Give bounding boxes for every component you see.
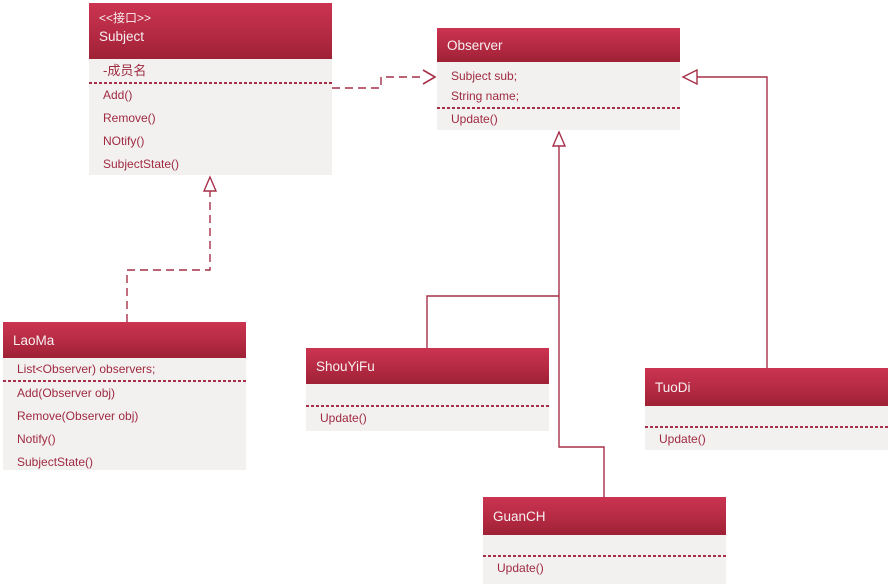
member-separator	[3, 380, 246, 382]
open-arrowhead-icon	[422, 69, 437, 85]
class-shouyifu-header: ShouYiFu	[306, 348, 549, 384]
class-tuodi-name: TuoDi	[655, 379, 691, 395]
class-tuodi-method: Update()	[659, 432, 706, 446]
class-shouyifu-name: ShouYiFu	[316, 358, 375, 374]
class-guanch-header: GuanCH	[483, 497, 726, 535]
class-laoma[interactable]: LaoMa List<Observer) observers; Add(Obse…	[3, 322, 246, 470]
class-laoma-method: Remove(Observer obj)	[17, 409, 139, 423]
class-tuodi[interactable]: TuoDi Update()	[645, 368, 888, 450]
class-observer-attribute: String name;	[451, 89, 520, 103]
class-guanch-name: GuanCH	[493, 508, 546, 524]
class-observer-header: Observer	[437, 28, 680, 62]
class-observer-attribute: Subject sub;	[451, 69, 518, 83]
class-shouyifu-method: Update()	[320, 411, 367, 425]
member-separator	[437, 107, 680, 109]
hollow-triangle-icon	[551, 130, 567, 147]
class-observer-method: Update()	[451, 112, 498, 126]
class-laoma-method: Notify()	[17, 432, 56, 446]
member-separator	[89, 82, 332, 84]
member-separator	[483, 555, 726, 557]
class-tuodi-header: TuoDi	[645, 368, 888, 406]
class-observer-name: Observer	[447, 37, 503, 53]
hollow-triangle-icon	[681, 68, 698, 86]
class-subject-method: NOtify()	[103, 134, 145, 148]
class-subject-header: <<接口>> Subject	[89, 3, 332, 59]
generalization-arrow-shouyifu-guanch-to-observer[interactable]	[426, 130, 605, 497]
hollow-triangle-icon	[202, 175, 218, 192]
class-subject-method: SubjectState()	[103, 157, 180, 171]
class-laoma-header: LaoMa	[3, 322, 246, 358]
class-laoma-attribute: List<Observer) observers;	[17, 362, 156, 376]
class-subject-method: Add()	[103, 88, 133, 102]
class-guanch-empty-attributes	[483, 535, 726, 555]
class-observer[interactable]: Observer Subject sub; String name; Updat…	[437, 28, 680, 130]
dependency-arrow-subject-to-observer[interactable]	[332, 69, 437, 89]
member-separator	[645, 426, 888, 428]
class-tuodi-empty-attributes	[645, 406, 888, 426]
class-subject-name: Subject	[99, 29, 145, 44]
class-subject-stereotype: <<接口>>	[99, 11, 152, 25]
realization-arrow-laoma-to-subject[interactable]	[126, 175, 218, 322]
class-subject[interactable]: <<接口>> Subject -成员名 Add() Remove() NOtif…	[89, 3, 332, 175]
class-laoma-name: LaoMa	[13, 332, 55, 348]
class-laoma-method: SubjectState()	[17, 455, 94, 469]
class-laoma-method: Add(Observer obj)	[17, 386, 116, 400]
member-separator	[306, 405, 549, 407]
class-shouyifu-empty-attributes	[306, 384, 549, 405]
class-subject-method: Remove()	[103, 111, 156, 125]
generalization-arrow-tuodi-to-observer[interactable]	[681, 68, 768, 368]
class-subject-attribute: -成员名	[103, 63, 147, 78]
class-guanch-method: Update()	[497, 561, 544, 575]
class-shouyifu[interactable]: ShouYiFu Update()	[306, 348, 549, 431]
class-guanch[interactable]: GuanCH Update()	[483, 497, 726, 584]
